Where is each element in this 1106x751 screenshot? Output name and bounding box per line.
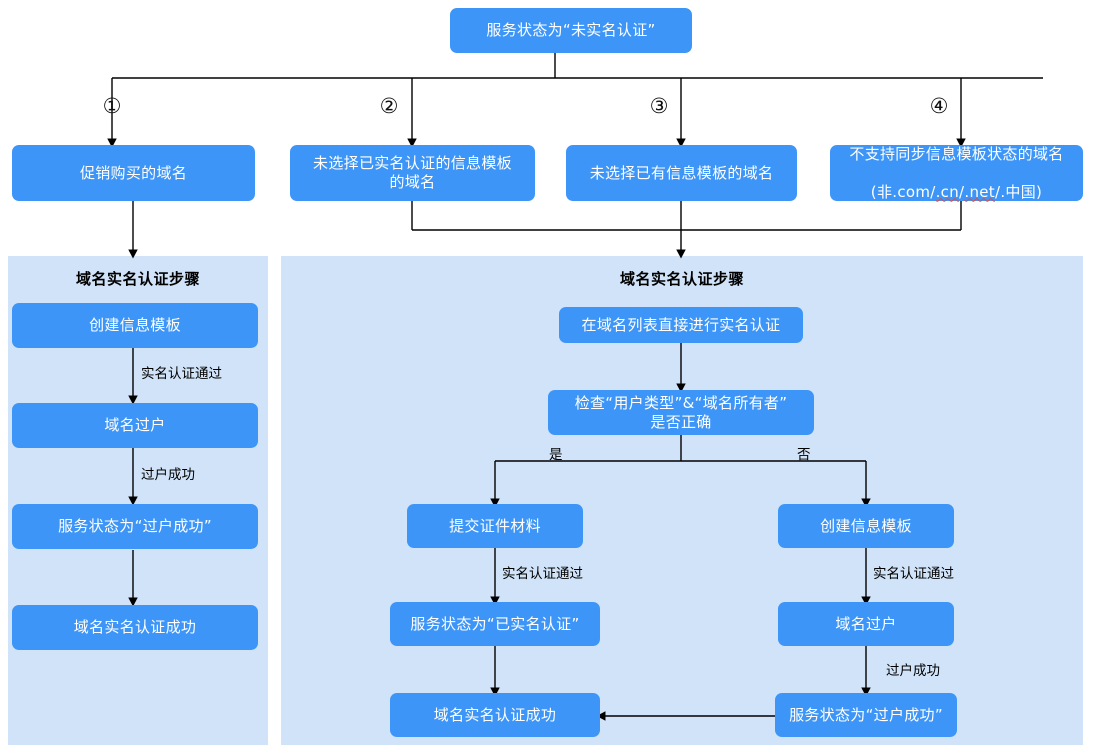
node-branch-promo-domain[interactable]: 促销购买的域名 [12,145,255,201]
node-right-domain-transfer[interactable]: 域名过户 [778,602,954,646]
node-left-status-transfer-success[interactable]: 服务状态为“过户成功” [12,504,258,549]
edge-label-right-transfer-ok: 过户成功 [886,663,940,679]
tld-net: .net [964,182,995,201]
left-panel-title: 域名实名认证步骤 [75,270,200,288]
tld-sep: / [959,182,965,201]
edge-label-left-transfer-ok: 过户成功 [141,467,195,483]
node-right-status-transfer-success[interactable]: 服务状态为“过户成功” [775,693,957,737]
node-branch-unsupported-sync-line2: (非.com/.cn/.net/.中国) [871,164,1042,202]
node-branch-unsupported-sync[interactable]: 不支持同步信息模板状态的域名 (非.com/.cn/.net/.中国) [830,145,1083,201]
edge-label-right-yes: 是 [549,447,563,463]
tld-cn: .cn [935,182,960,201]
edge-label-right-no: 否 [797,447,811,463]
edge-label-right-right-pass: 实名认证通过 [873,566,954,582]
branch-marker-3: ③ [649,94,669,118]
node-left-domain-transfer[interactable]: 域名过户 [12,403,258,448]
node-branch-no-verified-template[interactable]: 未选择已实名认证的信息模板 的域名 [290,145,535,201]
node-right-create-template[interactable]: 创建信息模板 [778,504,954,548]
node-right-verification-success[interactable]: 域名实名认证成功 [390,693,600,737]
node-left-verification-success[interactable]: 域名实名认证成功 [12,605,258,650]
node-branch-no-existing-template[interactable]: 未选择已有信息模板的域名 [566,145,797,201]
node-right-submit-documents[interactable]: 提交证件材料 [407,504,583,548]
node-left-create-template[interactable]: 创建信息模板 [12,303,258,348]
node-right-verify-in-domain-list[interactable]: 在域名列表直接进行实名认证 [559,307,803,343]
branch-marker-2: ② [379,94,399,118]
node-branch-unsupported-sync-line1: 不支持同步信息模板状态的域名 [849,144,1064,163]
node-top-service-status[interactable]: 服务状态为“未实名认证” [450,8,692,53]
tld-prefix: (非.com/ [870,182,936,201]
node-right-status-verified[interactable]: 服务状态为“已实名认证” [390,602,600,646]
tld-suffix: /.中国) [995,182,1043,201]
right-panel-title: 域名实名认证步骤 [619,270,744,288]
node-right-check-usertype-owner[interactable]: 检查“用户类型”&“域名所有者” 是否正确 [548,390,814,435]
branch-marker-1: ① [102,94,122,118]
branch-marker-4: ④ [929,94,949,118]
edge-label-right-left-pass: 实名认证通过 [502,566,583,582]
edge-label-left-verify-pass: 实名认证通过 [141,366,222,382]
